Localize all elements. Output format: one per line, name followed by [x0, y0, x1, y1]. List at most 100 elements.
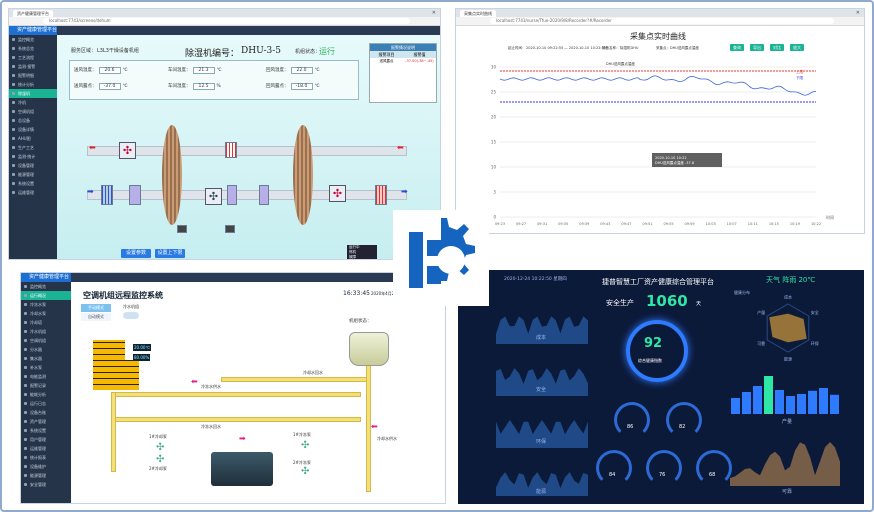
sidebar-item[interactable]: 冷冻水泵	[21, 300, 71, 309]
sidebar-item[interactable]: 运维管理	[9, 188, 57, 197]
sidebar-item[interactable]: 空调机组	[9, 107, 57, 116]
legend-stopped: 停机	[349, 250, 356, 254]
pump-label: 1#冷冻泵	[293, 432, 311, 437]
sidebar-item[interactable]: 监测·统计	[9, 152, 57, 161]
sidebar-item[interactable]: 集水器	[21, 354, 71, 363]
sidebar-item[interactable]: 系统设置	[21, 426, 71, 435]
browser-tab[interactable]: 资产健康管理平台	[13, 10, 53, 17]
hvac-canvas: 空调机组远程监控系统 16:33:45 2020年4月2日 手动模式 自动模式 …	[71, 282, 445, 503]
y-tick: 20	[491, 115, 497, 120]
sidebar-item[interactable]: 补水泵	[21, 363, 71, 372]
device-select[interactable]: 除湿机DHU	[620, 46, 639, 50]
sidebar-item[interactable]: 能源管理	[9, 170, 57, 179]
sidebar-item[interactable]: 设备管理	[9, 161, 57, 170]
sidebar-item[interactable]: 能源管理	[21, 471, 71, 480]
weather-text: 天气 阵雨 20℃	[766, 276, 816, 284]
browser-tab[interactable]: 采集点实时曲线	[460, 10, 496, 17]
realtime-curve-panel: 采集点实时曲线 localhost:7743/nurse/Tfue-2020/9…	[455, 8, 865, 234]
app-title: 资产健康管理平台	[21, 273, 71, 282]
sidebar-item[interactable]: 运行日志	[21, 399, 71, 408]
close-icon[interactable]: ✕	[855, 10, 860, 16]
fan-icon[interactable]: ✣	[119, 142, 136, 159]
sidebar-item[interactable]: 设备维护	[21, 462, 71, 471]
query-button[interactable]: 查询	[730, 44, 744, 51]
sidebar-item[interactable]: 统计报表	[21, 453, 71, 462]
pump-icon[interactable]: ✣	[156, 454, 165, 465]
fan-icon[interactable]: ✣	[329, 185, 346, 202]
riser-pipe	[111, 392, 116, 472]
kpi-area	[496, 368, 588, 396]
sidebar-item[interactable]: 空调机组	[21, 336, 71, 345]
legend-entry: 上限	[796, 69, 804, 74]
sidebar-item[interactable]: 运维管理	[21, 444, 71, 453]
parameter-label: 回风露点：	[266, 84, 289, 89]
sidebar-item[interactable]: 工艺流程	[9, 53, 57, 62]
sidebar-item[interactable]: 运行概况	[21, 291, 71, 300]
series-line[interactable]	[499, 75, 817, 96]
radar-web	[766, 303, 810, 353]
sidebar-item[interactable]: 报警明细	[9, 71, 57, 80]
x-tick: 09:43	[600, 222, 610, 226]
pump-icon[interactable]: ✣	[156, 442, 165, 453]
area-prefix: 服务区域：	[71, 48, 97, 54]
sidebar-item[interactable]: 监控概览	[21, 282, 71, 291]
sidebar-item[interactable]: 设备详情	[9, 125, 57, 134]
address-bar[interactable]: localhost:7743/screens/dehum	[43, 18, 410, 24]
sidebar-item[interactable]: 设备台账	[21, 408, 71, 417]
sidebar-item[interactable]: 系统总览	[9, 44, 57, 53]
sidebar-item[interactable]: 安全管理	[21, 480, 71, 489]
sidebar-item[interactable]: 分水器	[21, 345, 71, 354]
compare-button[interactable]: 对比	[770, 44, 784, 51]
sidebar-item[interactable]: 电能监测	[21, 372, 71, 381]
alarm-row-value: -37.00(-38~-45)	[405, 59, 434, 63]
sidebar-item[interactable]: 统计分析	[9, 80, 57, 89]
time-range[interactable]: 2020-10-10 09:22:55 — 2020-10-10 10:22:5…	[526, 46, 607, 50]
export-button[interactable]: 导出	[750, 44, 764, 51]
sidebar-item[interactable]: 冷却水泵	[21, 309, 71, 318]
brand-logo	[393, 210, 489, 306]
point-select[interactable]: DHU送风露点温度	[670, 46, 699, 50]
sidebar-item[interactable]: 资产管理	[21, 417, 71, 426]
alarm-col-item: 报警项目	[378, 52, 395, 57]
sidebar-item[interactable]: 冷机	[9, 98, 57, 107]
set-limits-button[interactable]: 设置上下限	[155, 249, 185, 258]
radar-axis-label: 可靠	[757, 340, 765, 346]
sidebar-item[interactable]: 总设备	[9, 116, 57, 125]
parameter-item: 回风温度：22.0℃	[266, 67, 320, 74]
status-value: 运行	[319, 47, 335, 56]
chiller-toggle[interactable]	[123, 312, 139, 319]
manual-mode-button[interactable]: 手动模式	[81, 304, 111, 312]
x-tick: 10:19	[790, 222, 800, 226]
sidebar-item[interactable]: 报警记录	[21, 381, 71, 390]
set-parameters-button[interactable]: 设置参数	[121, 249, 151, 258]
y-tick: 5	[493, 190, 496, 195]
sidebar-item[interactable]: 能耗分析	[21, 390, 71, 399]
address-bar[interactable]: localhost:7743/nurse/Tfue-2020/9/8/Recor…	[490, 18, 834, 24]
sidebar-item[interactable]: 系统设置	[9, 179, 57, 188]
humidity-unit: %	[145, 355, 150, 360]
auto-mode-button[interactable]: 自动模式	[81, 313, 111, 321]
sidebar-item[interactable]: 监控概览	[9, 35, 57, 44]
sidebar-item[interactable]: 监测·报警	[9, 62, 57, 71]
temp-value: 20.00	[134, 345, 146, 350]
pump-icon[interactable]: ✣	[301, 466, 310, 477]
sidebar-item[interactable]: 生产工艺	[9, 143, 57, 152]
alarm-box: 报警情况说明 报警项目 报警值 送风露点 -37.00(-38~-45)	[369, 43, 437, 103]
pump-icon[interactable]: ✣	[301, 440, 310, 451]
kpi-area	[496, 472, 588, 496]
zoom-button[interactable]: 放大	[790, 44, 804, 51]
parameter-value: -37.0	[98, 83, 121, 90]
close-icon[interactable]: ✕	[431, 10, 436, 16]
humidity-value: 80.00	[134, 355, 146, 360]
fan-icon[interactable]: ✣	[205, 188, 222, 205]
parameter-unit: %	[216, 84, 221, 89]
sidebar-item[interactable]: 冷水机组	[21, 327, 71, 336]
sidebar-item[interactable]: 除湿机	[9, 89, 57, 98]
sidebar-item[interactable]: AHU图	[9, 134, 57, 143]
sidebar-item[interactable]: 冷却塔	[21, 318, 71, 327]
device-filter-label: 设备名称：	[602, 46, 620, 50]
kpi-label: 安全	[536, 387, 547, 393]
sidebar-item[interactable]: 用户管理	[21, 435, 71, 444]
